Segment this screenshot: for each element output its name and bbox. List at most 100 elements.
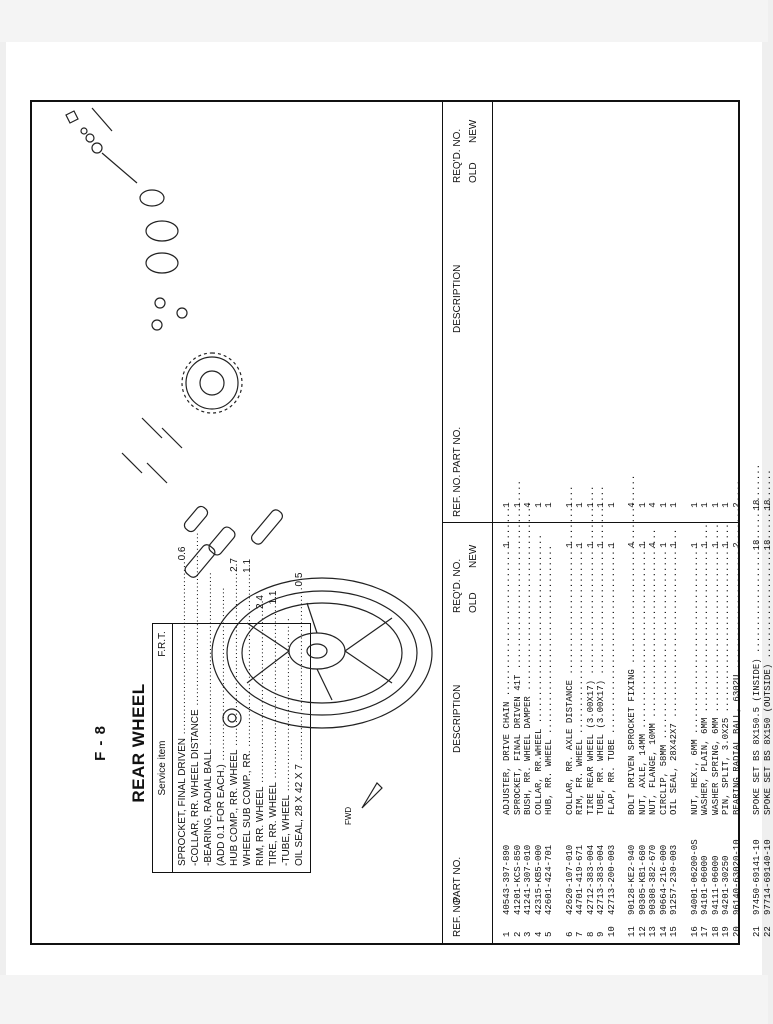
rear-wheel-drawing [65,107,433,809]
ref-number: 16 [689,926,700,937]
col-part-header-right: PART NO. [452,426,463,473]
bottom-margin-strip [0,975,768,1024]
chain-adjuster [101,152,138,184]
qty-new: 1 [512,502,523,508]
part-description: NUT, AXLE, 14MM [638,565,649,815]
table-row: 11 90128-KE2-940 BOLT DRIVEN SPROCKET FIXI… [627,485,638,937]
part-description: NUT, HEX., 6MM [690,565,701,815]
sprocket-outline [185,356,239,410]
ref-number: 3 [523,931,533,937]
qty-old: 1 [606,542,617,548]
ref-number: 6 [564,931,575,937]
part-description: COLLAR, RR.WHEEL [534,565,545,815]
qty-new: 1 [721,502,731,508]
exploded-view-diagram: FWD [32,102,442,943]
col-ref-header-right: REF. NO. [452,474,463,517]
part-description: NUT, FLANGE, 10MM [648,565,659,815]
part-description: TIRE REAR WHEEL (3.00X17) [586,565,597,815]
fwd-arrow [361,782,383,809]
qty-old: 1 [596,542,606,548]
qty-old: 1 [658,542,669,548]
part-description: WASHER, PLAIN, 6MM [700,565,711,815]
col-new-header: NEW [468,544,479,568]
qty-new: 1 [669,502,679,508]
part-number: 90308-382-670 [648,844,658,915]
qty-new: 1 [658,502,669,508]
part-number: 96140-63020-10 [731,839,742,915]
table-row: 13 90308-382-670 NUT, FLANGE, 10MM 4 4 [648,485,659,937]
part-description: BOLT DRIVEN SPROCKET FIXING [627,565,638,815]
part-number: 90305-KB1-680 [637,844,648,915]
qty-old: 1 [721,542,731,548]
qty-new: 1 [544,502,554,508]
col-new-header-right: NEW [468,119,479,143]
qty-old: 18 [752,539,762,551]
qty-old: 1 [564,542,575,548]
ref-number: 22 [762,926,773,937]
qty-old: 1 [585,542,596,548]
part-number: 41201-KCS-850 [512,844,523,915]
part-description: COLLAR, RR. AXLE DISTANCE [565,565,576,815]
tire-outline [211,577,433,729]
qty-new: 4 [648,502,658,508]
ref-number: 13 [648,926,658,937]
part-description: PIN, SPLIT, 3.0X25 [721,565,732,815]
qty-new: 1 [689,502,700,508]
part-description: BUSH, RR. WHEEL DAMPER [523,565,534,815]
qty-old: 1 [669,542,679,548]
part-description: TUBE, RR. WHEEL (3.00X17) [596,565,607,815]
col-reqd-header: REQ'D. NO. [452,558,463,613]
part-number: 97450-69141-10 [752,839,762,915]
part-number: 91257-230-003 [669,844,679,915]
qty-old: 2 [731,542,742,548]
ref-number: 11 [627,926,637,937]
qty-new: 1 [575,502,585,508]
ref-number: 18 [710,926,721,937]
oil-seal-outline [145,220,179,242]
rim-outline [241,602,403,704]
ref-number: 4 [533,931,544,937]
part-description: SPOKE SET BS 8X150.5 (INSIDE) [752,565,763,815]
ref-number: 17 [700,926,710,937]
ref-number: 15 [669,926,679,937]
col-desc-header: DESCRIPTION [452,684,463,753]
qty-old: 1 [575,542,585,548]
ref-number: 14 [658,926,669,937]
group-spacer [555,485,565,937]
qty-new: 1 [533,502,544,508]
group-spacer [742,485,752,937]
part-number: 94001-06200-0S [689,839,700,915]
qty-new: 18 [762,499,773,511]
ref-number: 20 [731,926,742,937]
qty-new: 1 [502,502,512,508]
qty-new: 4 [523,502,533,508]
qty-old: 1 [689,542,700,548]
qty-old [544,525,555,565]
part-number: 90128-KE2-940 [627,844,637,915]
qty-old: 4 [648,542,658,548]
part-number: 42712-383-004 [585,844,596,915]
qty-new: 1 [585,502,596,508]
axle-collar-outline [139,189,165,207]
ref-number: 9 [596,931,606,937]
part-number: 42713-200-003 [606,844,617,915]
part-description: CIRCLIP, 58MM [659,565,670,815]
part-description: FLAP, RR. TUBE [607,565,618,815]
qty-old [523,525,534,565]
qty-new: 2 [731,502,742,508]
hub-outline [288,632,346,670]
rotated-content: F - 8 REAR WHEEL Service item F.R.T. SPR… [32,102,773,943]
qty-new: 4 [627,502,637,508]
top-margin-strip [0,0,768,42]
